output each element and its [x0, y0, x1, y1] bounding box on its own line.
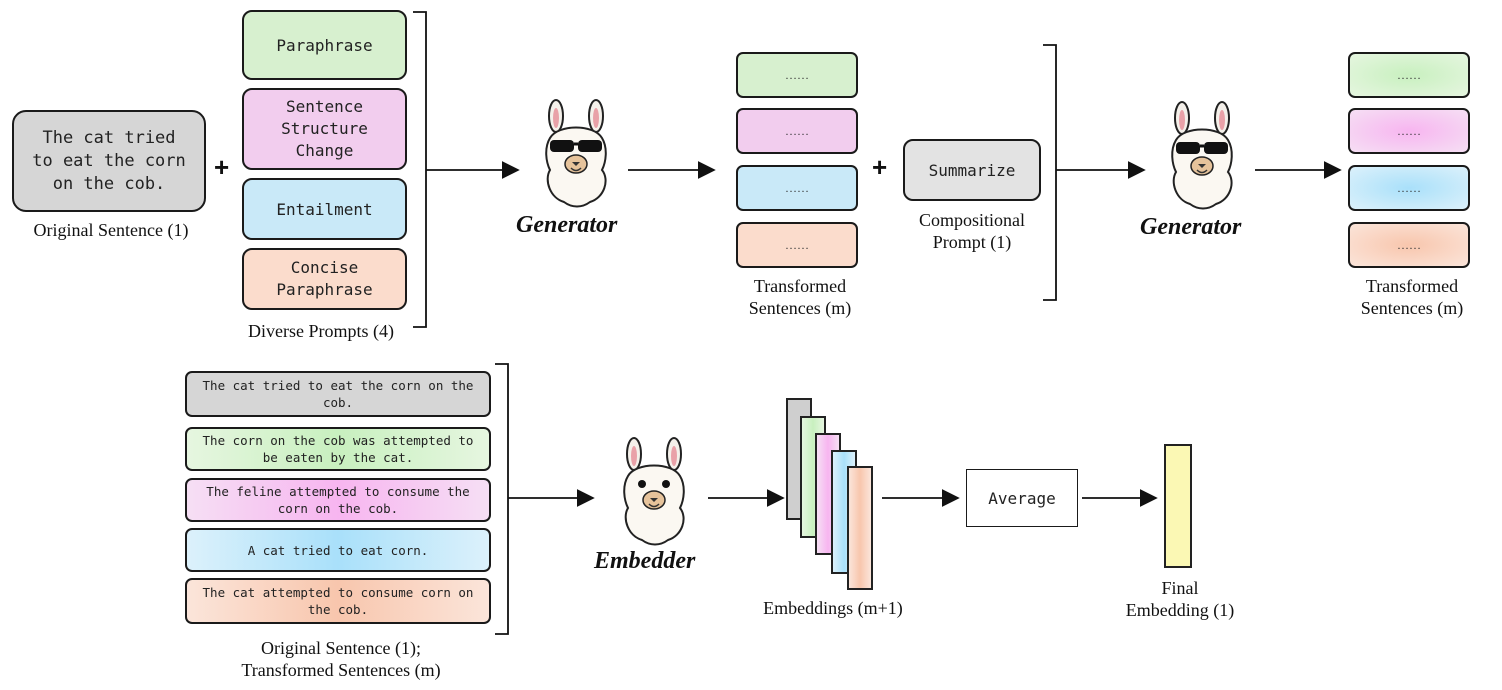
original-sentence-label: Original Sentence (1)	[33, 220, 189, 240]
embedding-vector-peach	[847, 466, 873, 590]
placeholder-text: ……	[785, 180, 809, 195]
sentence-transformed-3: A cat tried to eat corn.	[185, 528, 491, 572]
placeholder-text: ……	[1397, 180, 1421, 195]
plus-sign-1: +	[214, 152, 230, 182]
plus-sign-2: +	[872, 152, 888, 182]
prompt-paraphrase: Paraphrase	[242, 10, 407, 80]
compositional-prompt-label: Compositional Prompt (1)	[896, 209, 1048, 253]
prompt-concise-paraphrase: Concise Paraphrase	[242, 248, 407, 310]
generator-label: Generator	[516, 212, 618, 238]
sentence-original: The cat tried to eat the corn on the cob…	[185, 371, 491, 417]
embedder-llama-icon	[623, 437, 685, 546]
prompt-sentence-structure-change: Sentence Structure Change	[242, 88, 407, 170]
label-line: Original Sentence (1);	[261, 638, 421, 658]
original-sentence-box: The cat tried to eat the corn on the cob…	[12, 110, 206, 212]
label-line: Embedding (1)	[1125, 600, 1235, 620]
label-line: Prompt (1)	[932, 232, 1012, 252]
label-line: Sentences (m)	[748, 298, 852, 318]
label-line: Transformed Sentences (m)	[241, 660, 441, 680]
placeholder-text: ……	[785, 123, 809, 138]
transformed2-sentence-2: ……	[1348, 108, 1470, 154]
embedder-label: Embedder	[594, 548, 696, 574]
summarize-prompt-box: Summarize	[903, 139, 1041, 201]
sentences-bracket	[495, 363, 509, 635]
label-line: Final	[1161, 578, 1199, 598]
transformed2-sentences-label: Transformed Sentences (m)	[1332, 275, 1492, 319]
sentences-label: Original Sentence (1); Transformed Sente…	[196, 637, 486, 681]
transformed-sentence-4: ……	[736, 222, 858, 268]
placeholder-text: ……	[1397, 123, 1421, 138]
generator2-label: Generator	[1140, 214, 1242, 240]
generator-llama-icon	[545, 99, 607, 208]
sentence-transformed-4: The cat attempted to consume corn on the…	[185, 578, 491, 624]
compositional-bracket	[1043, 44, 1057, 301]
sentence-transformed-1: The corn on the cob was attempted to be …	[185, 427, 491, 471]
generator-llama-icon	[1171, 101, 1233, 210]
prompts-bracket	[413, 11, 427, 328]
average-box: Average	[966, 469, 1078, 527]
label-line: Compositional	[918, 210, 1025, 230]
placeholder-text: ……	[1397, 237, 1421, 252]
transformed-sentences-label: Transformed Sentences (m)	[720, 275, 880, 319]
diverse-prompts-label: Diverse Prompts (4)	[248, 321, 394, 341]
label-line: Sentences (m)	[1360, 298, 1464, 318]
transformed2-sentence-1: ……	[1348, 52, 1470, 98]
label-line: Transformed	[1365, 276, 1459, 296]
final-embedding-label: Final Embedding (1)	[1100, 577, 1260, 621]
placeholder-text: ……	[785, 237, 809, 252]
transformed-sentence-3: ……	[736, 165, 858, 211]
final-embedding-vector	[1164, 444, 1192, 568]
placeholder-text: ……	[785, 67, 809, 82]
label-line: Transformed	[753, 276, 847, 296]
embeddings-label: Embeddings (m+1)	[763, 598, 903, 618]
transformed-sentence-2: ……	[736, 108, 858, 154]
transformed-sentence-1: ……	[736, 52, 858, 98]
placeholder-text: ……	[1397, 67, 1421, 82]
sentence-transformed-2: The feline attempted to consume the corn…	[185, 478, 491, 522]
prompt-entailment: Entailment	[242, 178, 407, 240]
transformed2-sentence-3: ……	[1348, 165, 1470, 211]
transformed2-sentence-4: ……	[1348, 222, 1470, 268]
